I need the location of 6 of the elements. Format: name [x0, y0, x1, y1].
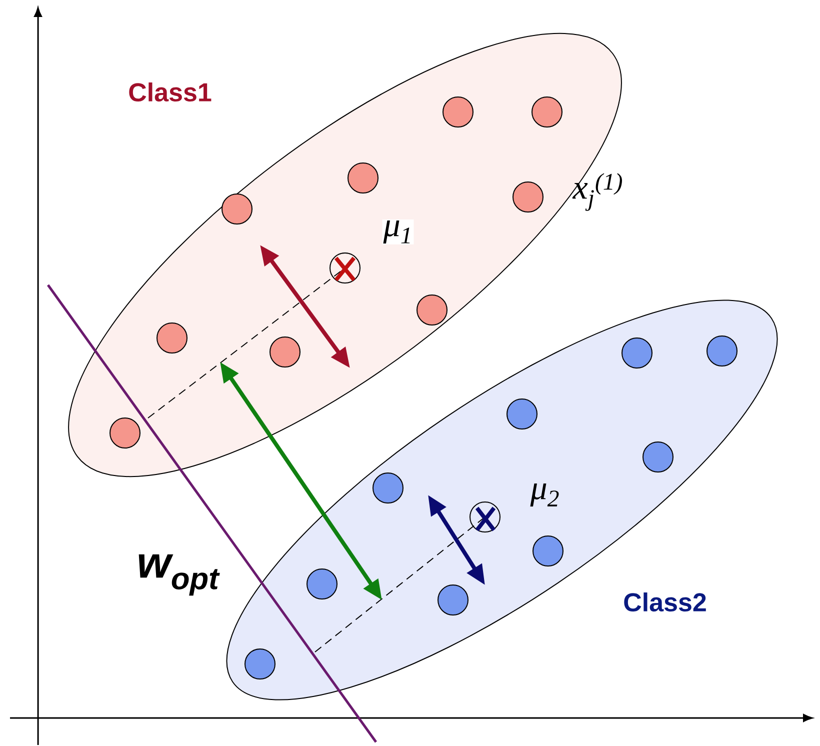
class-label: Class1	[129, 82, 212, 102]
math-label: w$_{opt}$	[138, 554, 220, 596]
math-label: x$_{j}$(1)	[572, 173, 622, 211]
math-label: μ$_{2}$	[530, 484, 559, 506]
class-label: Class2	[624, 592, 706, 612]
math-label: μ$_{1}$	[382, 220, 414, 244]
